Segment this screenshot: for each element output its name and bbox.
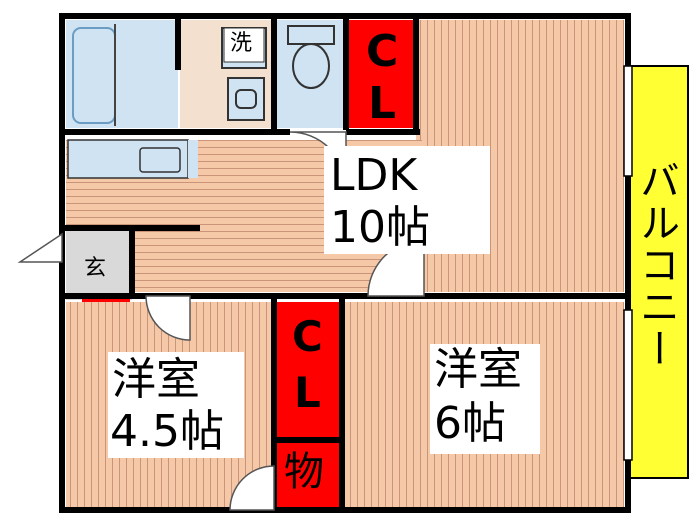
ldk-size: 10帖 <box>330 202 430 253</box>
ldk-name: LDK <box>330 150 418 201</box>
bathtub-icon <box>72 27 116 124</box>
kitchen-sink-icon <box>139 147 181 173</box>
room-east-size: 6帖 <box>434 398 506 449</box>
ldk-label-box <box>324 146 490 254</box>
closet-mid-label-l: L <box>294 368 321 417</box>
laundry-label: 洗 <box>230 31 253 56</box>
entrance-floor <box>66 230 132 300</box>
balcony-label: バルコニー <box>633 160 679 370</box>
room-west-name: 洋室 <box>112 354 200 405</box>
closet-mid-label-c: C <box>292 312 323 361</box>
room-west-label-box <box>108 352 244 458</box>
closet-top-label-c: C <box>366 26 399 77</box>
closet-top <box>348 20 414 128</box>
room-east-name: 洋室 <box>434 344 522 395</box>
toilet-icon <box>292 43 330 89</box>
room-west-size: 4.5帖 <box>110 406 224 457</box>
closet-middle <box>276 302 340 438</box>
room-east-label-box <box>430 344 540 454</box>
closet-top-label-l: L <box>368 78 397 129</box>
entrance-label: 玄 <box>84 256 107 281</box>
storage-room <box>276 440 340 508</box>
storage-label: 物 <box>284 449 324 495</box>
